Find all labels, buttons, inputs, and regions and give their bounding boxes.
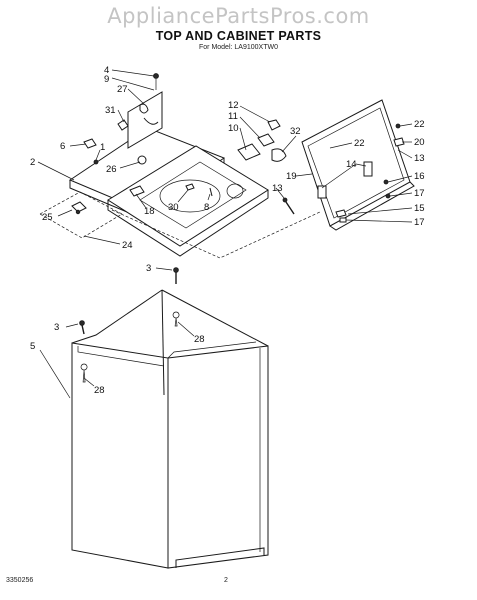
cabinet bbox=[71, 289, 269, 569]
callout-24: 24 bbox=[122, 240, 133, 251]
watermark: AppliancePartsPros.com bbox=[107, 4, 370, 28]
hardware bbox=[71, 119, 405, 335]
callout-5: 5 bbox=[30, 341, 35, 352]
callout-3-top: 3 bbox=[146, 263, 151, 274]
callout-32: 32 bbox=[290, 126, 301, 137]
callout-4: 4 bbox=[104, 65, 109, 76]
lid bbox=[301, 99, 415, 231]
callout-31: 31 bbox=[105, 105, 116, 116]
page-number: 2 bbox=[224, 577, 228, 584]
callout-1: 1 bbox=[100, 142, 105, 153]
callout-18: 18 bbox=[144, 206, 155, 217]
callout-6: 6 bbox=[60, 141, 65, 152]
callout-10: 10 bbox=[228, 123, 239, 134]
callout-numbers: 4 9 27 31 6 1 2 26 25 18 30 8 24 12 11 1… bbox=[30, 65, 425, 396]
callout-14: 14 bbox=[346, 159, 357, 170]
callout-17-bottom: 17 bbox=[414, 217, 425, 228]
callout-8: 8 bbox=[204, 202, 209, 213]
callout-20: 20 bbox=[414, 137, 425, 148]
callout-3-left: 3 bbox=[54, 322, 59, 333]
callout-22-mid: 22 bbox=[354, 138, 365, 149]
callout-19: 19 bbox=[286, 171, 297, 182]
callout-2: 2 bbox=[30, 157, 35, 168]
model-number: For Model: LA9100XTW0 bbox=[199, 44, 278, 51]
page-title: TOP AND CABINET PARTS bbox=[155, 29, 322, 43]
control-panel-bracket bbox=[117, 73, 163, 149]
callout-25: 25 bbox=[42, 212, 53, 223]
callout-16: 16 bbox=[414, 171, 425, 182]
callout-27: 27 bbox=[117, 84, 128, 95]
callout-11: 11 bbox=[228, 111, 238, 122]
callout-17-top: 17 bbox=[414, 188, 425, 199]
callout-30: 30 bbox=[168, 202, 179, 213]
callout-22-top: 22 bbox=[414, 119, 425, 130]
leader-lines bbox=[37, 69, 413, 399]
callout-28-bottom: 28 bbox=[94, 385, 105, 396]
callout-28-top: 28 bbox=[194, 334, 205, 345]
callout-13-left: 13 bbox=[272, 183, 283, 194]
callout-15: 15 bbox=[414, 203, 425, 214]
callout-12: 12 bbox=[228, 100, 239, 111]
document-number: 3350256 bbox=[6, 577, 34, 584]
callout-9: 9 bbox=[104, 74, 109, 85]
callout-13-right: 13 bbox=[414, 153, 425, 164]
callout-26: 26 bbox=[106, 164, 117, 175]
